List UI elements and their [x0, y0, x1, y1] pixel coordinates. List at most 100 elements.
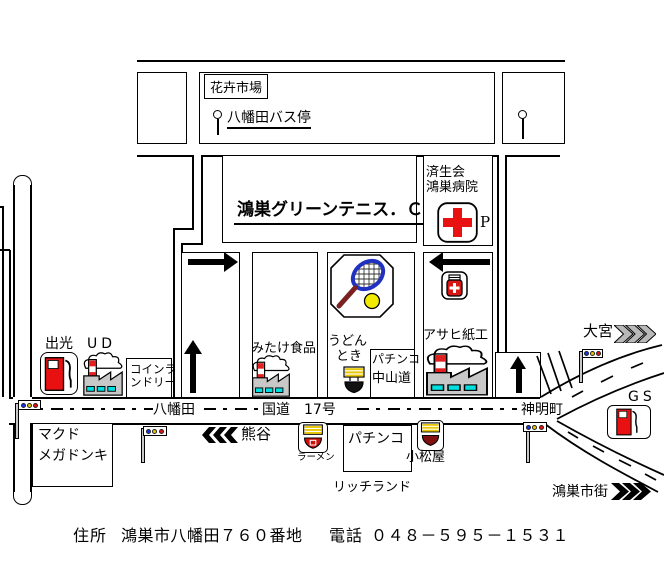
gas-pump-icon	[44, 357, 72, 391]
route17-centerline	[20, 408, 153, 410]
komatsuya-label: 小松屋	[406, 450, 446, 465]
traffic-signal-icon	[143, 426, 167, 436]
coin-laundry-label: コインラ ンドリー	[130, 362, 176, 390]
omiya-chevrons-icon	[614, 325, 656, 343]
kumagaya-chevrons-icon	[202, 427, 238, 443]
mcdonalds-label: マクド	[38, 427, 80, 443]
road-label-route17: 国道 17号	[262, 402, 336, 419]
bus-stop-pole	[217, 119, 219, 135]
signal-pole	[526, 431, 530, 463]
signal-pole	[579, 351, 583, 383]
kumagaya-label: 熊谷	[241, 425, 272, 443]
street-dead-end	[13, 175, 32, 187]
ud-label: UD	[87, 336, 117, 352]
pachinko-nakasendo-label1: パチンコ	[372, 352, 421, 366]
flower-market-sign: 花卉市場	[204, 74, 269, 99]
tennis-racket-icon	[330, 254, 394, 318]
konosu-city-label: 鴻巣市街	[552, 484, 608, 501]
parking-label: P	[480, 213, 491, 231]
flower-market-label: 花卉市場	[210, 81, 263, 96]
omiya-label: 大宮	[583, 322, 614, 340]
udon-shop-label: うどん とき	[328, 334, 368, 364]
footer-address-label: 住所	[73, 526, 108, 545]
city-block	[502, 72, 565, 144]
asahi-label: アサヒ紙工	[423, 328, 489, 343]
left-arrow-shaft	[441, 259, 490, 265]
pachinko-block	[343, 425, 412, 472]
tennis-club-block	[222, 155, 417, 243]
road-label-yahatada: 八幡田	[153, 402, 195, 419]
street-edge	[0, 249, 10, 251]
traffic-signal-icon	[18, 400, 41, 410]
udon-bowl-icon	[343, 366, 365, 394]
ramen-label: ラーメン	[297, 452, 335, 463]
factory-icon	[252, 355, 290, 397]
road-edge	[505, 155, 560, 157]
road-edge	[137, 155, 192, 157]
route17-centerline	[357, 408, 517, 410]
hospital-name: 済生会 鴻巣病院	[426, 165, 479, 196]
traffic-signal-icon	[523, 422, 547, 432]
road-label-shinmeicho: 神明町	[519, 402, 565, 419]
street-edge	[181, 243, 183, 254]
signal-pole	[15, 403, 19, 439]
idemitsu-label: 出光	[45, 336, 73, 352]
street-edge	[30, 423, 32, 493]
street-edge	[13, 423, 15, 493]
ramen-bowl-icon	[303, 424, 323, 449]
pachinko-nakasendo-label2: 中山道	[372, 371, 412, 386]
bus-stop-label: 八幡田バス停	[227, 110, 311, 130]
komatsuya-bowl-icon	[420, 422, 441, 446]
footer-address: 鴻巣市八幡田７６０番地	[121, 526, 303, 545]
route17-centerline	[204, 408, 262, 410]
right-arrow-icon	[224, 252, 238, 272]
up-arrow-icon	[510, 356, 526, 369]
street-edge	[497, 155, 499, 352]
up-arrow-shaft	[516, 367, 522, 393]
street-edge	[30, 185, 32, 397]
pachinko-nakasendo-sign	[370, 349, 415, 398]
street-dead-end	[13, 492, 32, 505]
gs-label: GS	[628, 389, 656, 405]
street-edge	[192, 155, 194, 228]
richland-label: リッチランド	[333, 480, 412, 495]
mcdonalds-block	[32, 423, 113, 487]
medicine-bottle-icon	[441, 271, 468, 300]
street-edge	[9, 250, 11, 397]
up-arrow-icon	[184, 340, 202, 354]
street-edge	[173, 228, 194, 230]
street-edge	[13, 185, 15, 397]
route17-top-edge	[32, 397, 540, 399]
route17-bottom-edge	[9, 423, 13, 425]
route17-top-edge	[9, 397, 13, 399]
road-edge-top	[137, 60, 565, 62]
street-edge	[201, 155, 203, 245]
page-title: 鴻巣グリーンテニス．Ｃ	[234, 200, 427, 225]
mitake-label: みたけ食品	[251, 341, 317, 356]
footer-phone: ０４８－５９５－１５３１	[371, 526, 570, 545]
city-block	[137, 72, 187, 144]
street-edge	[181, 243, 203, 245]
bus-stop-pole	[522, 118, 524, 139]
street-edge	[2, 207, 4, 397]
street-edge	[173, 228, 175, 397]
mega-donki-label: メガドンキ	[38, 448, 108, 464]
pachinko-label: パチンコ	[348, 431, 404, 447]
factory-icon	[83, 352, 123, 396]
right-arrow-shaft	[188, 259, 225, 265]
route17-bottom-edge	[32, 423, 545, 425]
traffic-signal-icon	[582, 349, 603, 358]
hospital-name-line1: 済生会	[426, 165, 466, 180]
hospital-name-line2: 鴻巣病院	[426, 179, 479, 195]
street-edge	[505, 155, 507, 352]
up-arrow-shaft	[190, 352, 196, 393]
red-cross-icon	[437, 202, 478, 243]
bus-stop-icon	[213, 110, 222, 119]
konosu-chevrons-icon	[611, 483, 651, 500]
footer-phone-label: 電話	[329, 526, 364, 545]
gas-pump-icon	[616, 408, 638, 436]
factory-icon	[426, 345, 488, 396]
left-arrow-icon	[429, 252, 443, 272]
